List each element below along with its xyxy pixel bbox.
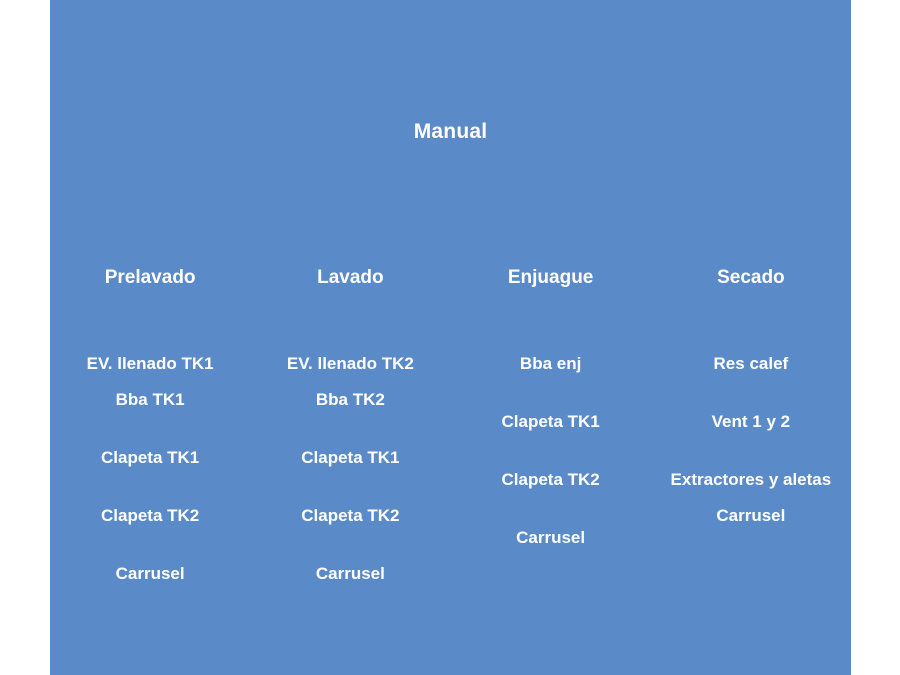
list-item[interactable]: Clapeta TK2 bbox=[501, 470, 600, 489]
list-item[interactable]: Clapeta TK2 bbox=[101, 506, 200, 525]
list-item[interactable]: Extractores y aletas bbox=[670, 470, 832, 489]
column-lavado: Lavado EV. llenado TK2 Bba TK2 Clapeta T… bbox=[250, 265, 450, 585]
process-columns: Prelavado EV. llenado TK1 Bba TK1 Clapet… bbox=[50, 265, 851, 665]
list-item[interactable]: Bba TK2 bbox=[315, 390, 385, 409]
list-item[interactable]: Carrusel bbox=[716, 506, 786, 525]
column-header-secado: Secado bbox=[717, 267, 785, 288]
list-item[interactable]: Res calef bbox=[713, 354, 789, 373]
column-items-enjuague: Bba enj Clapeta TK1 Clapeta TK2 Carrusel bbox=[451, 353, 651, 549]
list-item[interactable]: Clapeta TK1 bbox=[101, 448, 200, 467]
column-enjuague: Enjuague Bba enj Clapeta TK1 Clapeta TK2… bbox=[451, 265, 651, 549]
column-prelavado: Prelavado EV. llenado TK1 Bba TK1 Clapet… bbox=[50, 265, 250, 585]
list-item[interactable]: Vent 1 y 2 bbox=[711, 412, 791, 431]
list-item[interactable]: Carrusel bbox=[516, 528, 586, 547]
list-item[interactable]: Bba enj bbox=[519, 354, 582, 373]
column-items-prelavado: EV. llenado TK1 Bba TK1 Clapeta TK1 Clap… bbox=[50, 353, 250, 585]
slide-panel: Manual Prelavado EV. llenado TK1 Bba TK1… bbox=[50, 0, 851, 675]
list-item[interactable]: EV. llenado TK2 bbox=[286, 354, 414, 373]
list-item[interactable]: Carrusel bbox=[315, 564, 385, 583]
column-header-lavado: Lavado bbox=[317, 267, 384, 288]
list-item[interactable]: Carrusel bbox=[115, 564, 185, 583]
column-header-prelavado: Prelavado bbox=[104, 267, 196, 288]
list-item[interactable]: Bba TK1 bbox=[115, 390, 185, 409]
list-item[interactable]: Clapeta TK2 bbox=[301, 506, 400, 525]
list-item[interactable]: Clapeta TK1 bbox=[301, 448, 400, 467]
list-item[interactable]: Clapeta TK1 bbox=[501, 412, 600, 431]
column-items-lavado: EV. llenado TK2 Bba TK2 Clapeta TK1 Clap… bbox=[250, 353, 450, 585]
column-header-enjuague: Enjuague bbox=[507, 267, 594, 288]
column-secado: Secado Res calef Vent 1 y 2 Extractores … bbox=[651, 265, 851, 527]
column-items-secado: Res calef Vent 1 y 2 Extractores y aleta… bbox=[651, 353, 851, 527]
list-item[interactable]: EV. llenado TK1 bbox=[86, 354, 214, 373]
page-title: Manual bbox=[413, 120, 488, 143]
